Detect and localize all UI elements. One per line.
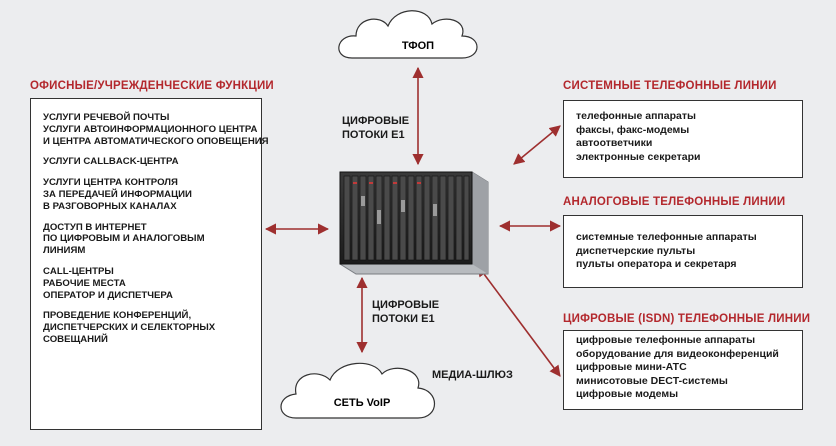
system-line-item: телефонные аппараты	[576, 110, 696, 122]
system-line-item: электронные секретари	[576, 150, 701, 163]
system-lines-box: телефонные аппараты факсы, факс-модемы а…	[563, 100, 803, 178]
analog-lines-box: системные телефонные аппараты диспетчерс…	[563, 215, 803, 288]
isdn-line-item: цифровые телефонные аппараты	[576, 334, 756, 346]
e1-streams-bottom-line-2: ПОТОКИ Е1	[372, 313, 435, 325]
e1-streams-top-label: ЦИФРОВЫЕ ПОТОКИ Е1	[342, 114, 409, 142]
cloud-pstn-label: ТФОП	[402, 40, 434, 52]
media-gateway-label: МЕДИА-ШЛЮЗ	[432, 369, 513, 381]
office-group-conferences: ПРОВЕДЕНИЕ КОНФЕРЕНЦИЙ, ДИСПЕТЧЕРСКИХ И …	[43, 310, 261, 345]
cloud-voip: СЕТЬ VoIP	[280, 362, 435, 419]
office-line: УСЛУГИ ЦЕНТРА КОНТРОЛЯ	[43, 177, 178, 189]
media-gateway-rack	[339, 171, 489, 275]
office-line: УСЛУГИ CALLBACK-ЦЕНТРА	[43, 156, 179, 168]
office-line: ПРОВЕДЕНИЕ КОНФЕРЕНЦИЙ,	[43, 310, 192, 322]
office-line: ПО ЦИФРОВЫМ И АНАЛОГОВЫМ	[43, 233, 205, 245]
analog-line-item: диспетчерские пульты	[576, 244, 696, 257]
cloud-pstn: ТФОП	[338, 10, 478, 59]
isdn-line-item: цифровые модемы	[576, 388, 679, 400]
office-line: УСЛУГИ РЕЧЕВОЙ ПОЧТЫ	[43, 112, 170, 123]
isdn-lines-heading: ЦИФРОВЫЕ (ISDN) ТЕЛЕФОННЫЕ ЛИНИИ	[563, 313, 811, 325]
office-line: ЗА ПЕРЕДАЧЕЙ ИНФОРМАЦИИ	[43, 188, 192, 200]
office-functions-box: УСЛУГИ РЕЧЕВОЙ ПОЧТЫ УСЛУГИ АВТОИНФОРМАЦ…	[30, 98, 269, 430]
office-group-voicemail: УСЛУГИ РЕЧЕВОЙ ПОЧТЫ УСЛУГИ АВТОИНФОРМАЦ…	[43, 112, 269, 147]
office-line: ЛИНИЯМ	[43, 245, 86, 257]
system-lines-heading: СИСТЕМНЫЕ ТЕЛЕФОННЫЕ ЛИНИИ	[563, 80, 777, 92]
cloud-voip-label: СЕТЬ VoIP	[334, 397, 391, 409]
office-line: И ЦЕНТРА АВТОМАТИЧЕСКОГО ОПОВЕЩЕНИЯ	[43, 135, 269, 147]
isdn-line-item: минисотовые DECT-системы	[576, 374, 728, 387]
office-line: СОВЕЩАНИЙ	[43, 333, 108, 345]
office-line: ОПЕРАТОР И ДИСПЕТЧЕРА	[43, 289, 173, 301]
isdn-lines-box: цифровые телефонные аппараты оборудовани…	[563, 330, 803, 410]
office-group-call-centers: CALL-ЦЕНТРЫ РАБОЧИЕ МЕСТА ОПЕРАТОР И ДИС…	[43, 266, 261, 301]
system-line-item: факсы, факс-модемы	[576, 123, 690, 136]
analog-lines-heading: АНАЛОГОВЫЕ ТЕЛЕФОННЫЕ ЛИНИИ	[563, 196, 786, 208]
analog-line-item: пульты оператора и секретаря	[576, 258, 737, 270]
e1-streams-top-line-2: ПОТОКИ Е1	[342, 129, 405, 141]
analog-line-item: системные телефонные аппараты	[576, 231, 757, 243]
isdn-line-item: оборудование для видеоконференций	[576, 347, 779, 360]
e1-streams-bottom-label: ЦИФРОВЫЕ ПОТОКИ Е1	[372, 298, 439, 326]
office-group-monitoring: УСЛУГИ ЦЕНТРА КОНТРОЛЯ ЗА ПЕРЕДАЧЕЙ ИНФО…	[43, 177, 261, 212]
office-line: В РАЗГОВОРНЫХ КАНАЛАХ	[43, 200, 177, 212]
system-line-item: автоответчики	[576, 137, 653, 149]
isdn-line-item: цифровые мини-АТС	[576, 361, 687, 373]
arrow-system-link	[513, 125, 561, 165]
office-line: ДИСПЕТЧЕРСКИХ И СЕЛЕКТОРНЫХ	[43, 322, 216, 334]
e1-streams-bottom-line-1: ЦИФРОВЫЕ	[372, 299, 440, 311]
e1-streams-top-line-1: ЦИФРОВЫЕ	[342, 115, 410, 127]
office-line: РАБОЧИЕ МЕСТА	[43, 277, 126, 289]
office-group-internet: ДОСТУП В ИНТЕРНЕТ ПО ЦИФРОВЫМ И АНАЛОГОВ…	[43, 222, 261, 257]
office-line: ДОСТУП В ИНТЕРНЕТ	[43, 221, 147, 233]
arrow-isdn-link	[477, 265, 561, 377]
office-group-callback: УСЛУГИ CALLBACK-ЦЕНТРА	[43, 156, 261, 168]
office-line: УСЛУГИ АВТОИНФОРМАЦИОННОГО ЦЕНТРА	[43, 123, 258, 135]
office-line: CALL-ЦЕНТРЫ	[43, 265, 114, 277]
office-functions-heading: ОФИСНЫЕ/УЧРЕЖДЕНЧЕСКИЕ ФУНКЦИИ	[30, 80, 274, 92]
